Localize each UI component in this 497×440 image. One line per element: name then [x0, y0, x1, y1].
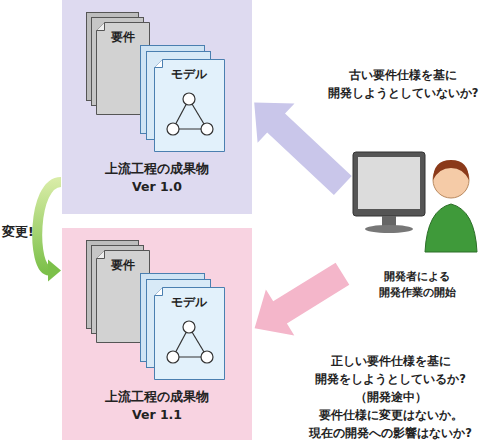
page-fold: [155, 60, 163, 68]
document-title: 要件: [96, 257, 150, 273]
graph-node: [183, 321, 195, 333]
block-arrow: [255, 263, 350, 336]
document-title: モデル: [154, 294, 224, 310]
page-fold: [155, 288, 163, 296]
arrow-head: [48, 259, 61, 281]
page-fold: [97, 251, 105, 259]
document-stack: モデル: [140, 45, 226, 153]
document-stack: モデル: [140, 273, 226, 381]
illustration: [140, 45, 226, 153]
monitor-stand: [382, 216, 396, 226]
page-fold: [97, 23, 105, 31]
graph-node: [183, 93, 195, 105]
graph-node: [167, 351, 179, 363]
monitor-base: [365, 225, 413, 233]
person-body: [425, 204, 477, 252]
question-note: 古い要件仕様を基に 開発しようとしていないか?: [318, 66, 488, 102]
block-arrow: [254, 103, 352, 195]
graph-node: [201, 351, 213, 363]
monitor-frame: [353, 152, 425, 216]
document-title: 要件: [96, 29, 150, 45]
developer-caption: 開発者による 開発作業の開始: [367, 269, 467, 301]
person-hair: [433, 160, 469, 180]
developer-figure: 開発者による 開発作業の開始: [345, 130, 482, 310]
graph-node: [201, 123, 213, 135]
graph-node: [167, 123, 179, 135]
document-title: モデル: [154, 66, 224, 82]
panel-caption: 上流工程の成果物 Ver 1.1: [101, 388, 213, 424]
deliverable-panel: 上流工程の成果物 Ver 1.0 要件モデル: [62, 0, 252, 214]
page-front: [155, 60, 225, 152]
monitor-screen: [358, 157, 420, 209]
panel-caption: 上流工程の成果物 Ver 1.0: [101, 160, 213, 196]
page-front: [155, 288, 225, 380]
illustration: [140, 273, 226, 381]
deliverable-panel: 上流工程の成果物 Ver 1.1 要件モデル: [62, 228, 252, 440]
edge-label: 変更!: [2, 224, 34, 240]
change-arrow: [37, 182, 61, 271]
question-note: 正しい要件仕様を基に 開発をしようとしているか? （開発途中）要件仕様に変更はな…: [288, 352, 493, 440]
